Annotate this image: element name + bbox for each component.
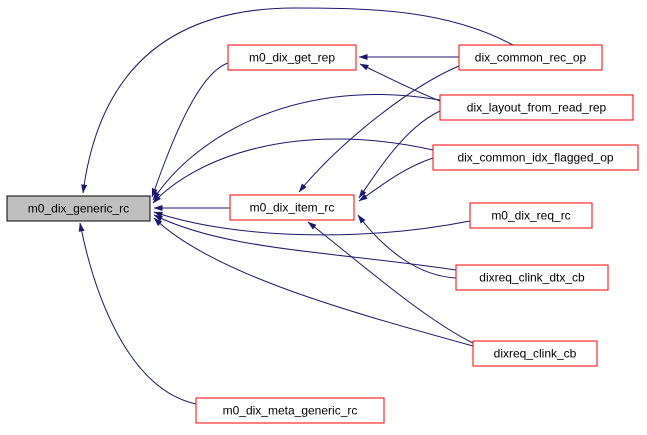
edge-dix_common_idx_flagged_op-to-m0_dix_generic_rc — [152, 138, 434, 204]
edge-m0_dix_get_rep-to-m0_dix_generic_rc — [151, 62, 229, 198]
edge-dixreq_clink_cb-to-m0_dix_item_rc — [307, 221, 474, 344]
node-label-m0_dix_req_rc: m0_dix_req_rc — [491, 209, 570, 223]
edge-dix_layout_from_read_rep-to-m0_dix_item_rc — [358, 110, 441, 199]
edge-dix_layout_from_read_rep-to-m0_dix_generic_rc — [152, 93, 441, 201]
node-box-dix_common_idx_flagged_op[interactable] — [432, 144, 639, 171]
edge-dix_common_idx_flagged_op-to-m0_dix_item_rc — [358, 157, 434, 202]
node-box-dixreq_clink_dtx_cb[interactable] — [455, 264, 609, 291]
node-label-dixreq_clink_dtx_cb: dixreq_clink_dtx_cb — [479, 271, 585, 285]
node-label-dix_layout_from_read_rep: dix_layout_from_read_rep — [467, 101, 607, 115]
node-box-m0_dix_item_rc[interactable] — [229, 194, 355, 221]
edge-dix_common_rec_op-to-m0_dix_item_rc — [298, 65, 460, 193]
node-box-m0_dix_generic_rc — [6, 195, 151, 222]
node-label-dixreq_clink_cb: dixreq_clink_cb — [494, 347, 577, 361]
node-box-m0_dix_req_rc[interactable] — [469, 202, 593, 229]
node-m0_dix_req_rc[interactable]: m0_dix_req_rc — [469, 202, 593, 229]
node-dix_common_rec_op[interactable]: dix_common_rec_op — [458, 44, 603, 71]
node-m0_dix_generic_rc: m0_dix_generic_rc — [6, 195, 151, 222]
node-dix_layout_from_read_rep[interactable]: dix_layout_from_read_rep — [439, 94, 634, 121]
node-dixreq_clink_dtx_cb[interactable]: dixreq_clink_dtx_cb — [455, 264, 609, 291]
node-label-dix_common_idx_flagged_op: dix_common_idx_flagged_op — [457, 151, 613, 165]
node-box-dixreq_clink_cb[interactable] — [472, 340, 598, 367]
node-dix_common_idx_flagged_op[interactable]: dix_common_idx_flagged_op — [432, 144, 639, 171]
node-box-dix_common_rec_op[interactable] — [458, 44, 603, 71]
edge-dix_common_rec_op-to-m0_dix_generic_rc — [81, 7, 514, 194]
edge-m0_dix_req_rc-to-m0_dix_generic_rc — [153, 211, 471, 236]
node-box-dix_layout_from_read_rep[interactable] — [439, 94, 634, 121]
edge-dixreq_clink_dtx_cb-to-m0_dix_item_rc — [357, 214, 457, 279]
node-label-m0_dix_generic_rc: m0_dix_generic_rc — [28, 202, 129, 216]
edge-dixreq_clink_dtx_cb-to-m0_dix_generic_rc — [153, 214, 457, 271]
edge-dix_layout_from_read_rep-to-m0_dix_get_rep — [359, 63, 441, 102]
node-m0_dix_get_rep[interactable]: m0_dix_get_rep — [227, 44, 357, 71]
node-label-m0_dix_meta_generic_rc: m0_dix_meta_generic_rc — [223, 404, 358, 418]
node-m0_dix_meta_generic_rc[interactable]: m0_dix_meta_generic_rc — [195, 397, 385, 424]
edge-m0_dix_meta_generic_rc-to-m0_dix_generic_rc — [78, 222, 197, 405]
node-dixreq_clink_cb[interactable]: dixreq_clink_cb — [472, 340, 598, 367]
node-box-m0_dix_meta_generic_rc[interactable] — [195, 397, 385, 424]
node-m0_dix_item_rc[interactable]: m0_dix_item_rc — [229, 194, 355, 221]
edge-dixreq_clink_cb-to-m0_dix_generic_rc — [153, 217, 474, 347]
node-label-m0_dix_item_rc: m0_dix_item_rc — [250, 201, 335, 215]
node-label-m0_dix_get_rep: m0_dix_get_rep — [249, 51, 335, 65]
node-box-m0_dix_get_rep[interactable] — [227, 44, 357, 71]
node-label-dix_common_rec_op: dix_common_rec_op — [475, 51, 587, 65]
